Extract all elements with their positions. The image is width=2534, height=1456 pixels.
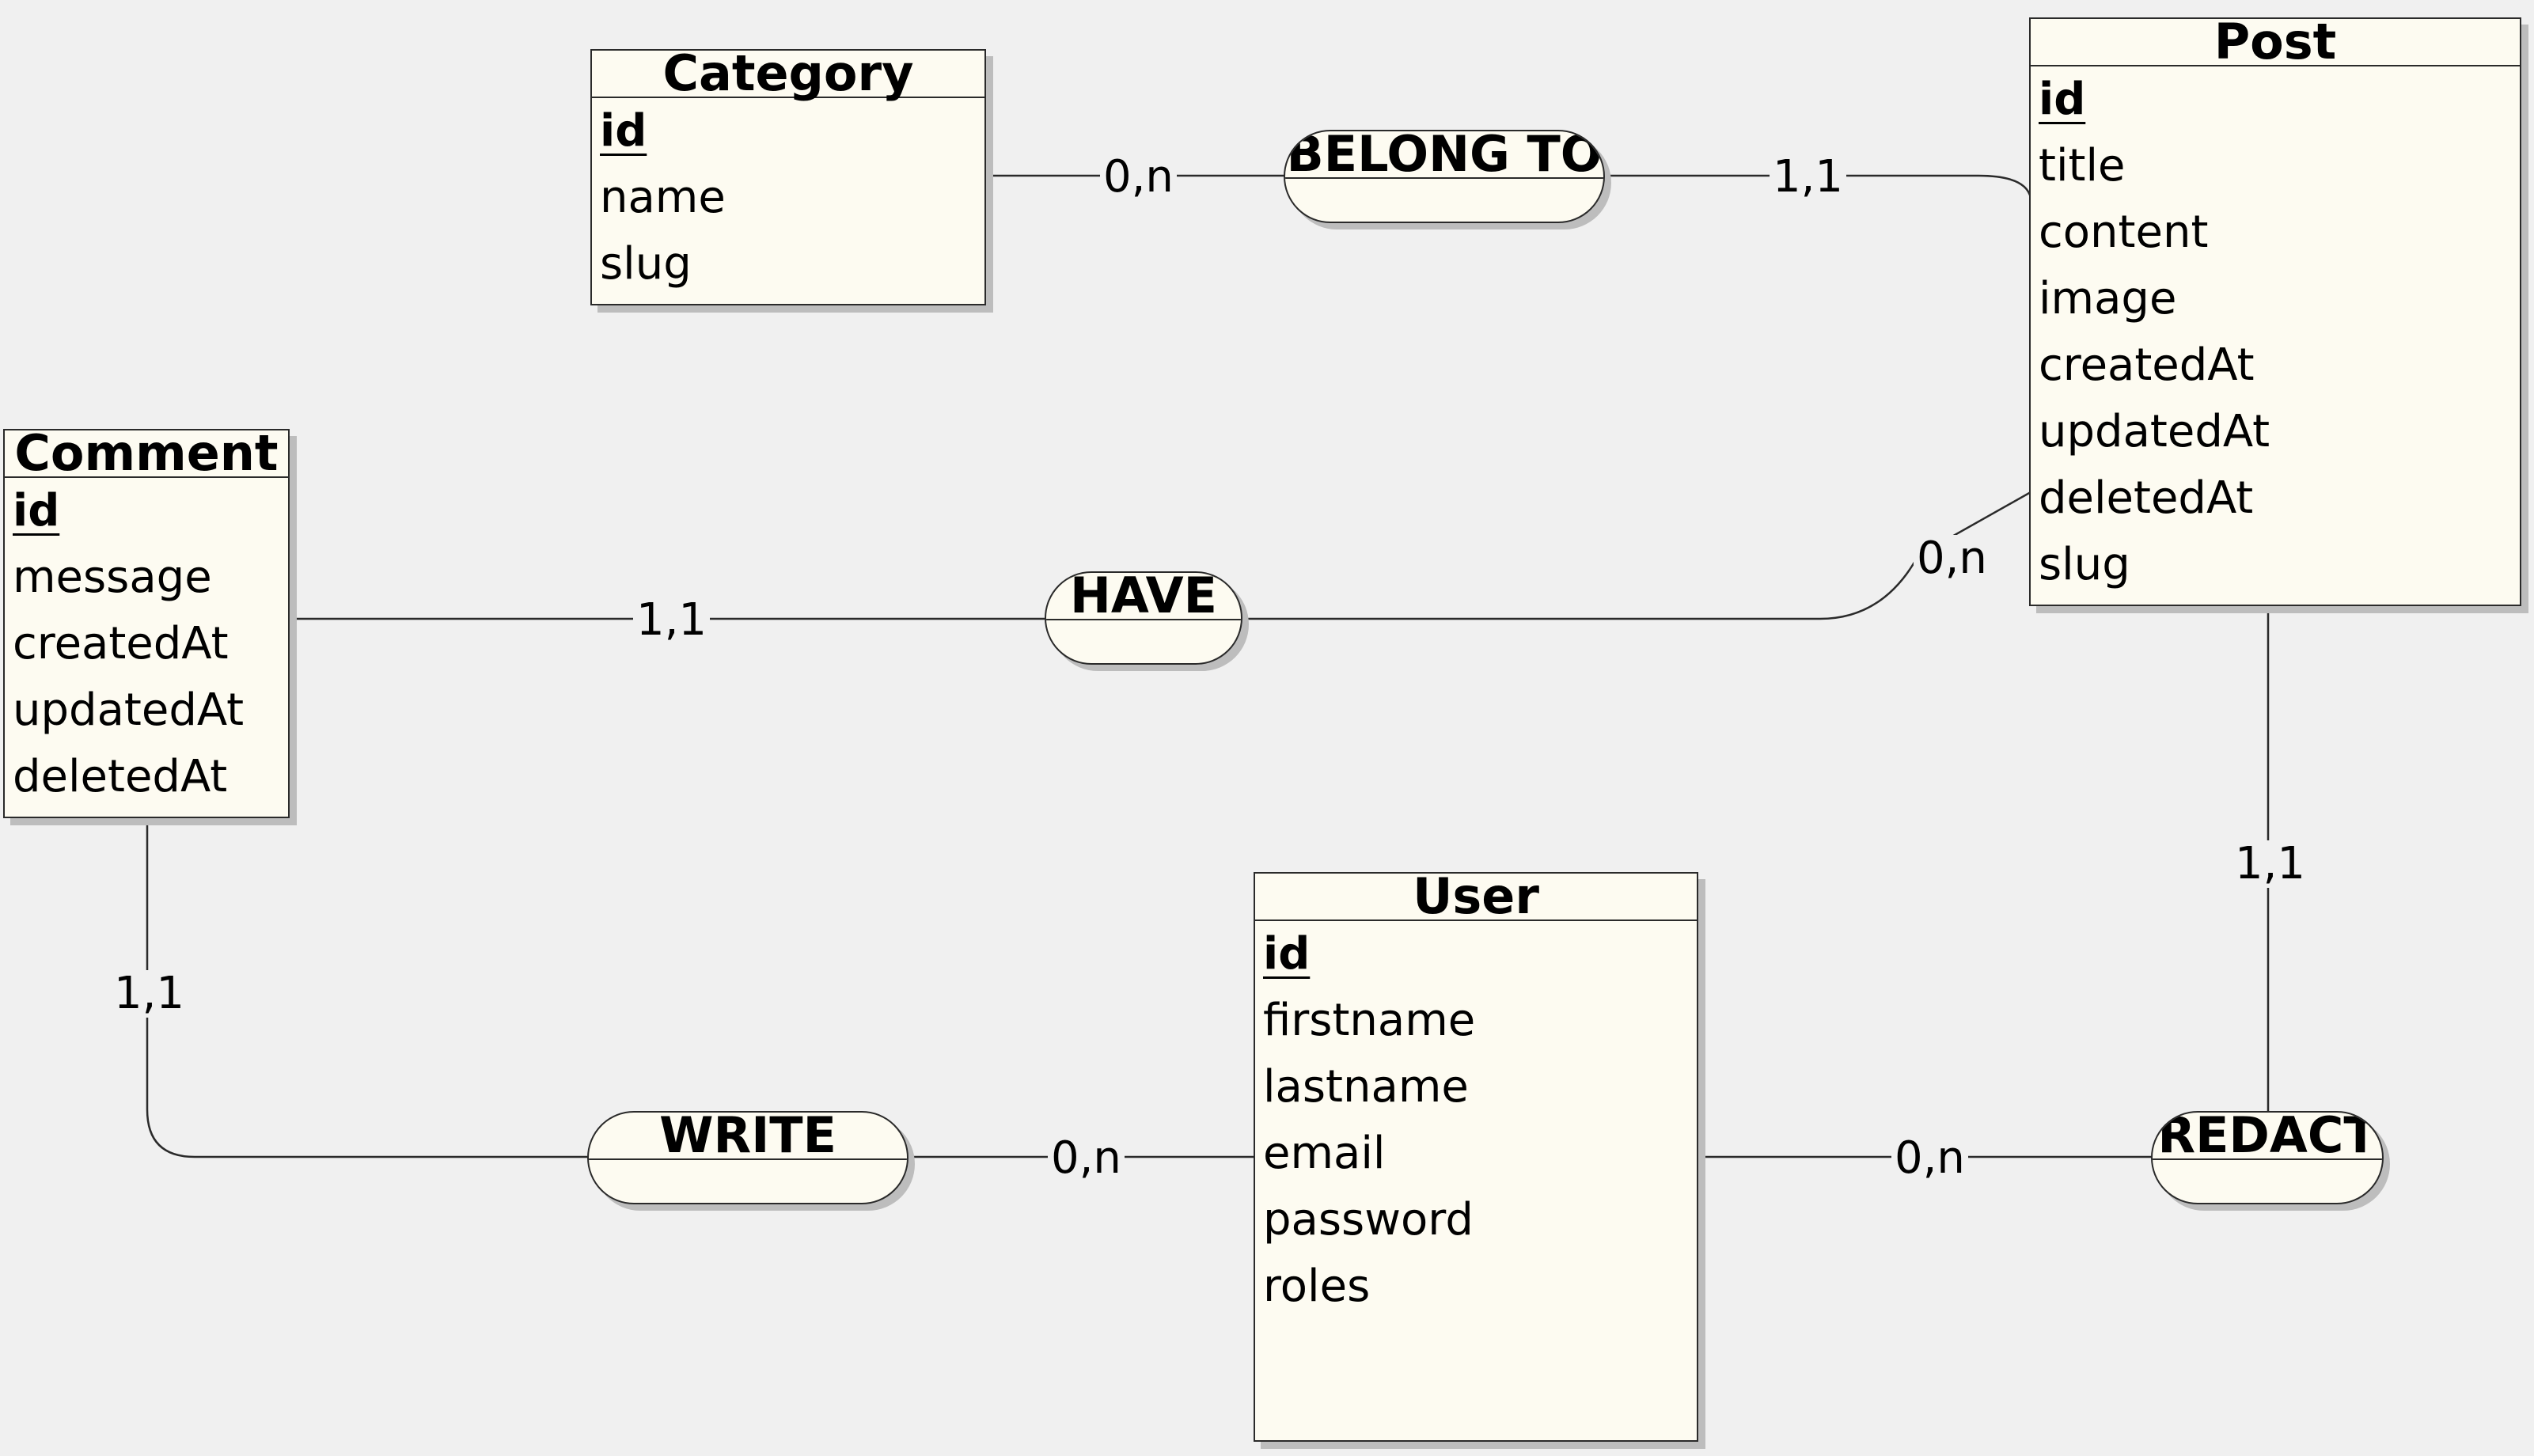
attribute: content [2039,207,2209,258]
entity-comment[interactable]: Comment id message createdAt updatedAt d… [3,429,290,818]
attribute: name [600,172,726,223]
cardinality-label: 0,n [1914,535,1990,582]
attribute: title [2039,140,2126,191]
attribute: slug [600,238,692,290]
primary-key: id [1263,928,1311,980]
link-belong-to-post [1605,174,2032,199]
attribute: updatedAt [2039,406,2270,457]
association-label: BELONG TO [1286,130,1603,183]
association-label: HAVE [1070,571,1217,624]
primary-key: id [600,105,647,157]
cardinality-label: 0,n [1891,1135,1968,1182]
cardinality-label: 1,1 [633,597,711,644]
attribute-list: id title content image createdAt updated… [2031,66,2520,598]
attribute: createdAt [2039,339,2255,391]
cardinality-label: 1,1 [2232,840,2309,888]
entity-title: Comment [5,429,288,478]
primary-key: id [2039,74,2086,125]
cardinality-label: 1,1 [1770,154,1847,201]
link-comment-write [146,817,589,1158]
entity-category[interactable]: Category id name slug [590,49,986,305]
attribute-list: id message createdAt updatedAt deletedAt [5,478,288,810]
attribute: image [2039,273,2177,324]
divider [589,1158,907,1160]
attribute: lastname [1263,1061,1469,1113]
divider [1285,177,1603,179]
cardinality-label: 0,n [1100,154,1177,201]
association-have[interactable]: HAVE [1045,571,1242,665]
attribute: updatedAt [13,684,245,736]
attribute-list: id firstname lastname email password rol… [1255,921,1697,1320]
attribute: email [1263,1128,1386,1179]
attribute: roles [1263,1261,1371,1312]
entity-user[interactable]: User id firstname lastname email passwor… [1254,872,1698,1442]
association-label: REDACT [2157,1111,2377,1164]
attribute: password [1263,1194,1474,1246]
attribute: deletedAt [13,751,228,802]
divider [1046,619,1241,620]
attribute: slug [2039,539,2130,590]
association-redact[interactable]: REDACT [2151,1111,2384,1204]
entity-title: User [1255,872,1697,921]
association-belong-to[interactable]: BELONG TO [1284,130,1605,223]
attribute-list: id name slug [592,98,984,298]
association-write[interactable]: WRITE [587,1111,909,1204]
entity-title: Category [592,49,984,98]
attribute: deletedAt [2039,472,2254,524]
primary-key: id [13,485,60,537]
cardinality-label: 1,1 [111,970,188,1018]
entity-post[interactable]: Post id title content image createdAt up… [2029,17,2521,606]
cardinality-label: 0,n [1048,1135,1125,1182]
attribute: createdAt [13,618,229,669]
entity-title: Post [2031,17,2520,66]
attribute: message [13,552,212,603]
attribute: firstname [1263,995,1476,1046]
divider [2153,1158,2382,1160]
link-have-post [1242,491,2031,620]
association-label: WRITE [659,1111,836,1164]
